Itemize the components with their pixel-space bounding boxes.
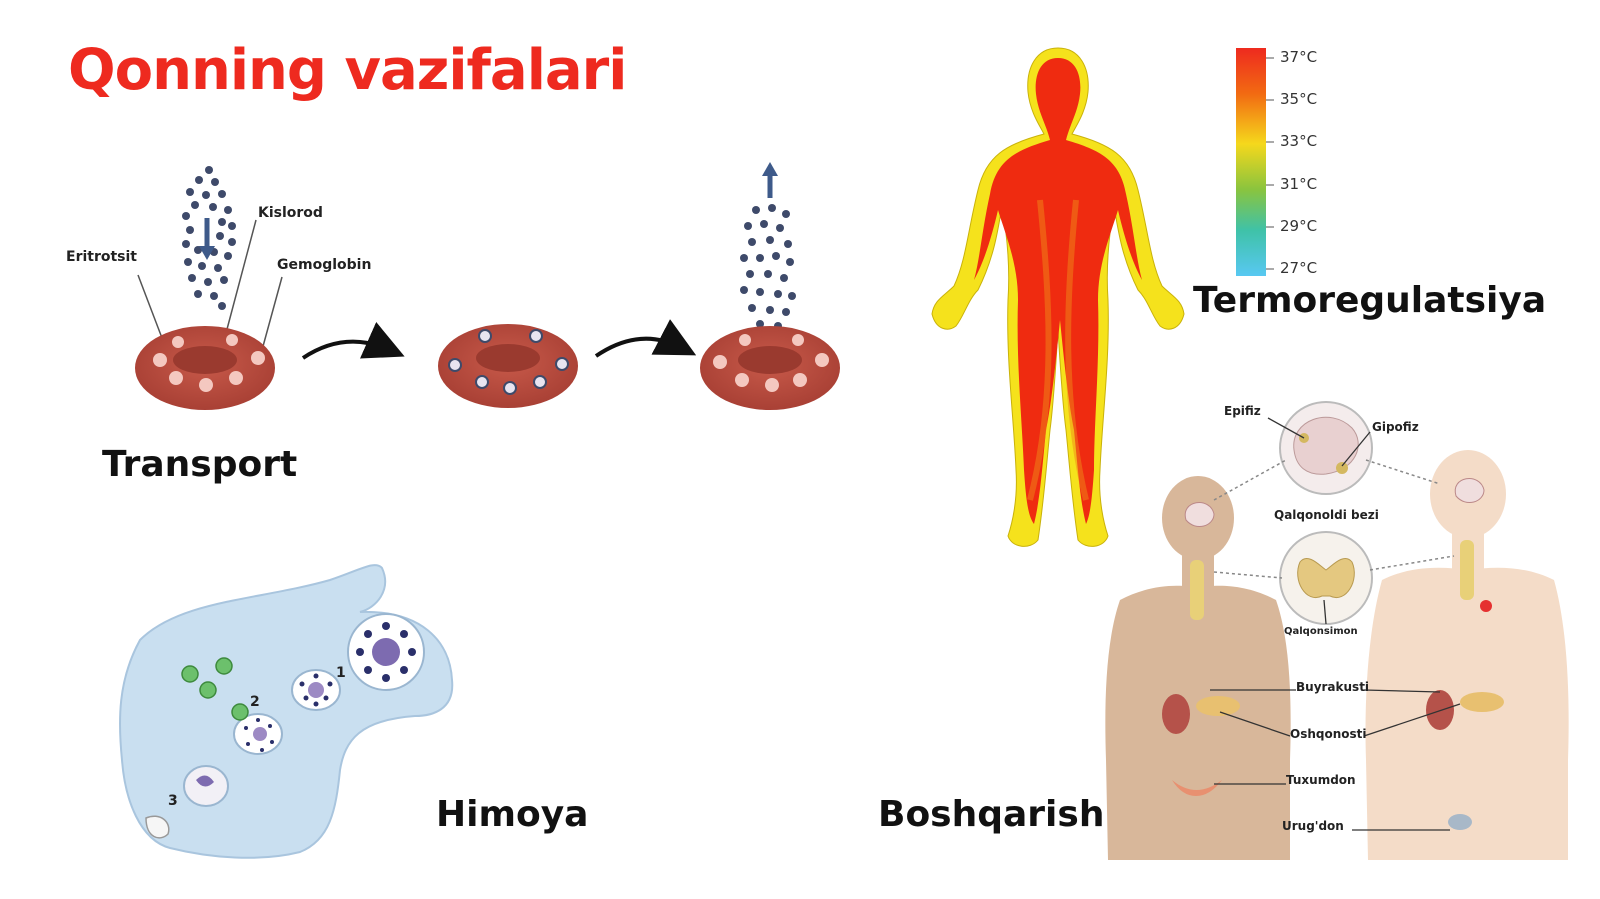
transport-diagram	[135, 162, 840, 410]
defense-step-1: 1	[336, 665, 346, 681]
body-left	[1105, 476, 1291, 860]
body-right	[1365, 450, 1569, 860]
defense-step-2: 2	[250, 694, 260, 710]
defense-step-3: 3	[168, 793, 178, 809]
parathyroid-label: Qalqonoldi bezi	[1274, 508, 1379, 522]
temp-tick-label: 33°C	[1280, 132, 1318, 150]
temp-tick-label: 29°C	[1280, 217, 1318, 235]
transport-heading: Transport	[102, 444, 298, 485]
hemoglobin-label: Gemoglobin	[277, 257, 372, 273]
pancreas-label: Oshqonosti	[1290, 727, 1367, 741]
erythrocyte-cell-1	[135, 326, 275, 410]
thermoregulation-heading: Termoregulatsiya	[1193, 280, 1547, 321]
erythrocyte-label: Eritrotsit	[66, 249, 137, 265]
ovary-label: Tuxumdon	[1286, 773, 1356, 787]
temp-tick-label: 35°C	[1280, 90, 1318, 108]
oxygen-molecules-out	[740, 204, 796, 330]
regulation-heading: Boshqarish	[878, 794, 1105, 835]
erythrocyte-cell-3	[700, 326, 840, 410]
temp-tick-label: 37°C	[1280, 48, 1318, 66]
temperature-scale-bar	[1236, 48, 1266, 276]
page-title: Qonning vazifalari	[68, 38, 627, 103]
temp-tick-label: 27°C	[1280, 259, 1318, 277]
pituitary-label: Gipofiz	[1372, 420, 1419, 434]
macrophage-diagram	[119, 564, 454, 859]
epiphysis-label: Epifiz	[1224, 404, 1261, 418]
endocrine-diagram	[1105, 401, 1569, 860]
defense-heading: Himoya	[436, 794, 589, 835]
oxygen-molecules-in	[182, 166, 236, 310]
thyroid-label: Qalqonsimon	[1284, 626, 1358, 637]
erythrocyte-cell-2	[438, 324, 578, 408]
testis-label: Urug'don	[1282, 819, 1344, 833]
temp-tick-label: 31°C	[1280, 175, 1318, 193]
adrenal-label: Buyrakusti	[1296, 680, 1370, 694]
thermal-body-figure	[931, 47, 1185, 547]
oxygen-label: Kislorod	[258, 205, 323, 221]
